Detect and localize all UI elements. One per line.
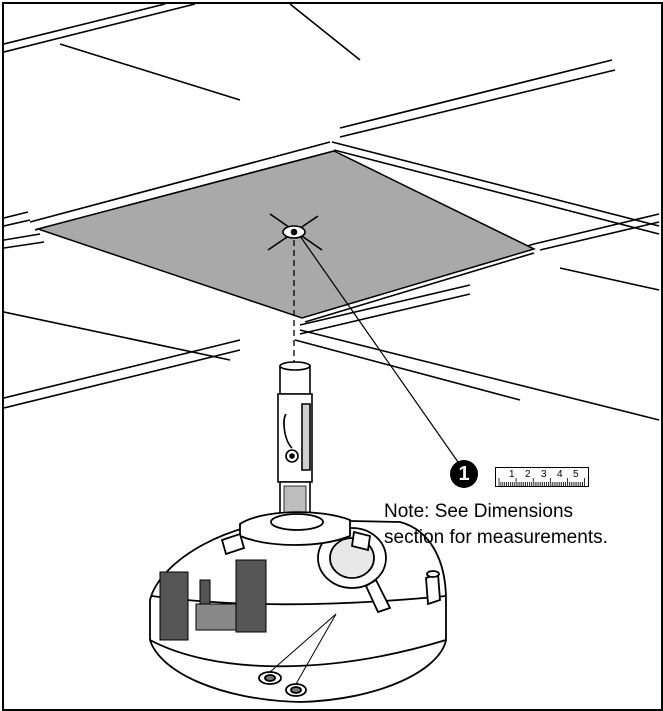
- center-mark: [267, 213, 323, 251]
- ruler-label: 1: [509, 469, 515, 480]
- callout-number-badge: 1: [450, 460, 478, 488]
- vent-grille-left: [159, 559, 267, 641]
- projector: [149, 511, 447, 703]
- ruler-label: 5: [573, 469, 579, 480]
- ruler-label: 2: [525, 469, 531, 480]
- ceiling-mount-drawing: [4, 4, 660, 703]
- dimensions-note: Note: See Dimensions section for measure…: [384, 499, 661, 551]
- ruler-label: 4: [557, 469, 563, 480]
- callout-leader: [299, 235, 459, 463]
- extension-column: [277, 361, 313, 523]
- ruler-label: 3: [541, 469, 547, 480]
- note-line-1: Note: See Dimensions: [384, 501, 574, 522]
- note-line-2: section for measurements.: [384, 527, 608, 548]
